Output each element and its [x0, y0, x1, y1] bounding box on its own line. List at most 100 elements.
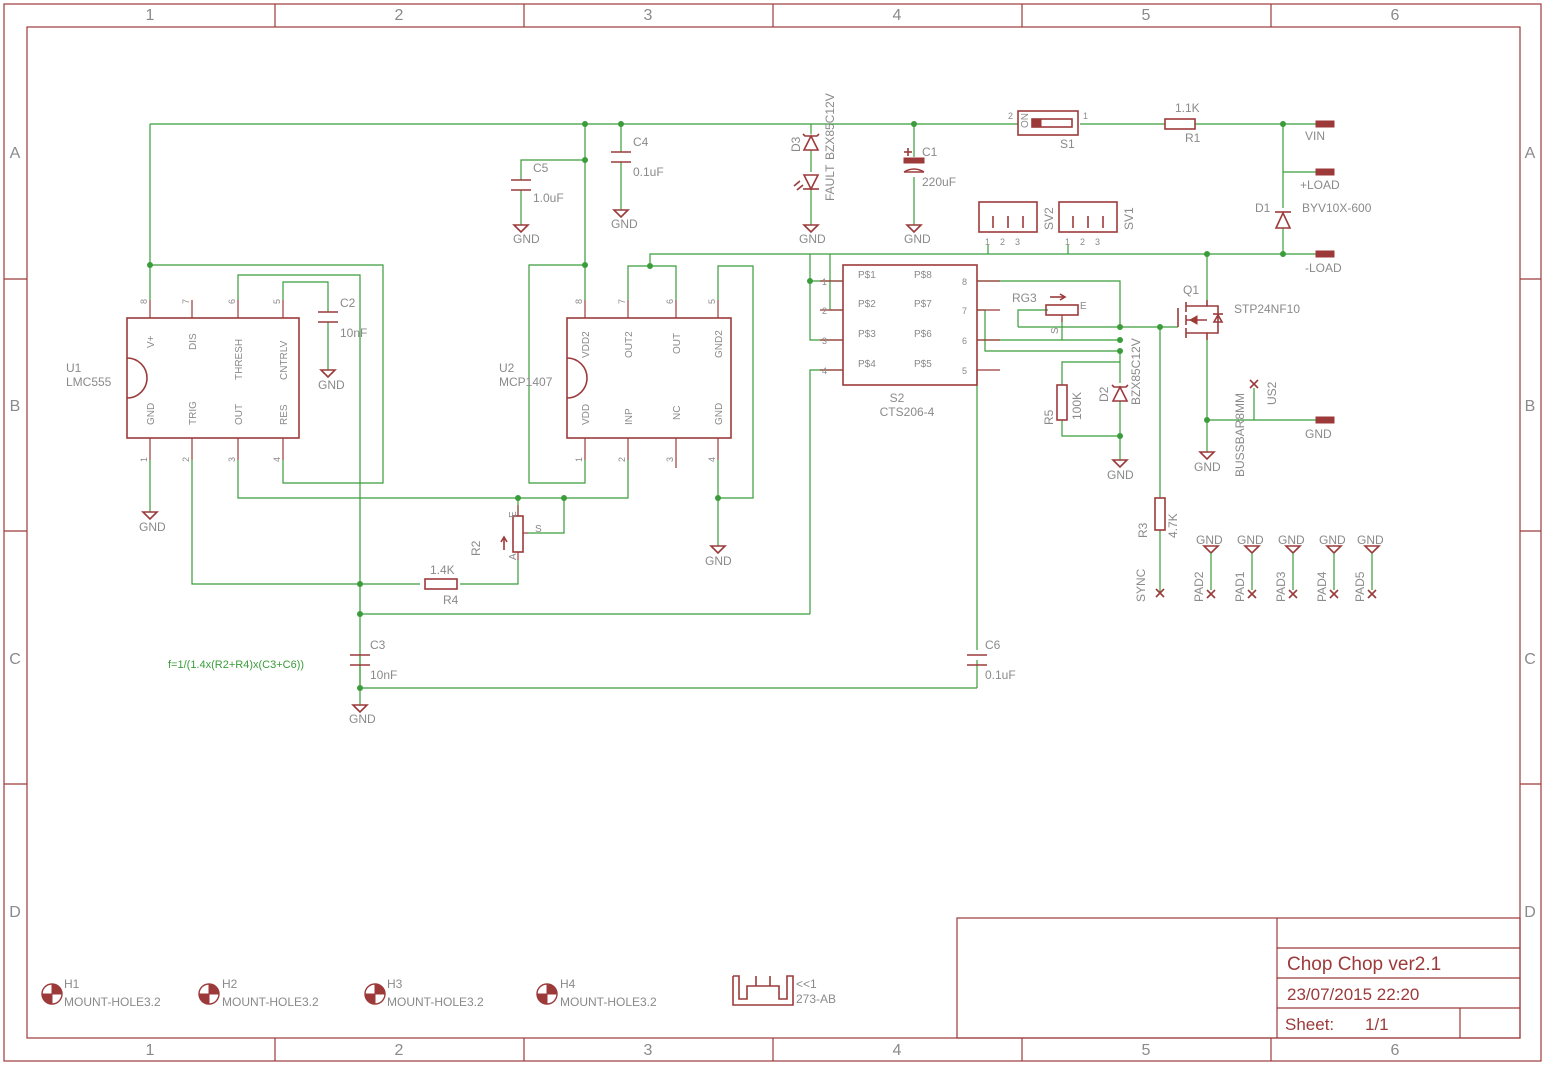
ic-u2[interactable]: U2 MCP1407 8 7 6 5 VDD2 OUT2 OUT GND2 1 … [499, 299, 732, 468]
u2-pin-name: GND2 [714, 330, 725, 358]
resistor-r5[interactable]: R5 100K [1042, 384, 1084, 425]
mount-hole-h3: H3 MOUNT-HOLE3.2 [364, 977, 484, 1009]
col-label-top: 2 [395, 7, 404, 24]
header-sv2[interactable]: 1 2 3 SV2 [978, 201, 1056, 247]
pad[interactable]: GND PAD1 [1233, 533, 1264, 602]
s2-pin-name: P$5 [914, 359, 932, 370]
svg-text:H2: H2 [222, 977, 238, 991]
row-label-left: C [9, 651, 21, 668]
gnd-symbol: GND [512, 224, 540, 246]
u1-pin-name: CNTRLV [279, 340, 290, 380]
s2-pin-name: P$6 [914, 329, 932, 340]
terminal-vin[interactable]: VIN [1305, 120, 1335, 143]
col-label-top: 5 [1142, 7, 1151, 24]
minus-load-label: -LOAD [1305, 261, 1342, 275]
col-label-bottom: 2 [395, 1042, 404, 1059]
svg-text:GND: GND [799, 232, 826, 246]
trimmer-r2[interactable]: R2 E S A [469, 505, 542, 560]
r5-value: 100K [1070, 392, 1084, 420]
heatsink-ref: <<1 [796, 977, 817, 991]
svg-text:GND: GND [139, 520, 166, 534]
s1-on: ON [1020, 113, 1031, 128]
svg-text:H1: H1 [64, 977, 80, 991]
mosfet-q1[interactable]: Q1 STP24NF10 [1177, 283, 1300, 340]
zener-d3[interactable]: D3 BZX85C12V [789, 93, 837, 160]
gnd-symbol: GND [1107, 459, 1134, 482]
row-label-left: A [10, 145, 21, 162]
u2-pin-name: NC [672, 406, 683, 420]
resistor-r1[interactable]: 1.1K R1 [1164, 101, 1201, 145]
terminal-plus-load[interactable]: +LOAD [1300, 168, 1340, 192]
zener-d2[interactable]: D2 BZX85C12V [1097, 338, 1143, 405]
pad-label: PAD2 [1192, 571, 1206, 602]
resistor-r3[interactable]: R3 4.7K [1136, 497, 1180, 538]
capacitor-c6[interactable]: C6 0.1uF [967, 638, 1016, 682]
pad[interactable]: GND PAD3 [1274, 533, 1305, 602]
s2-pin-name: P$3 [858, 329, 876, 340]
sv2-ref: SV2 [1042, 207, 1056, 230]
svg-text:MOUNT-HOLE3.2: MOUNT-HOLE3.2 [560, 995, 657, 1009]
c6-value: 0.1uF [985, 668, 1016, 682]
title-text: Chop Chop ver2.1 [1287, 954, 1441, 975]
u1-pin-num: 7 [181, 299, 191, 304]
gnd-terminal-label: GND [1305, 427, 1332, 441]
u2-pin-name: VDD2 [581, 331, 592, 358]
u2-pin-name: OUT2 [624, 331, 635, 358]
u1-pin-num: 2 [181, 457, 191, 462]
row-label-right: B [1525, 398, 1536, 415]
trimmer-rg3[interactable]: RG3 E S [1012, 291, 1087, 334]
dip-switch-s2[interactable]: 1 2 3 4 P$1 P$2 P$3 P$4 8 7 6 5 P$8 P$7 … [820, 264, 1000, 419]
capacitor-c1[interactable]: C1 220uF [903, 145, 956, 189]
s2-pin-name: P$2 [858, 299, 876, 310]
pad[interactable]: GND PAD2 [1192, 533, 1223, 602]
resistor-r4[interactable]: 1.4K R4 [424, 563, 459, 607]
d2-ref: D2 [1097, 386, 1111, 402]
terminal-minus-load[interactable]: -LOAD [1305, 250, 1342, 275]
capacitor-c5[interactable]: C5 1.0uF [511, 161, 564, 205]
svg-text:GND: GND [513, 232, 540, 246]
col-label-bottom: 1 [146, 1042, 155, 1059]
pad[interactable]: GND PAD4 [1315, 533, 1346, 602]
d3-ref: D3 [789, 136, 803, 152]
mount-hole-h2: H2 MOUNT-HOLE3.2 [198, 977, 319, 1009]
svg-text:GND: GND [611, 217, 638, 231]
diode-d1[interactable]: D1 BYV10X-600 [1255, 201, 1372, 229]
r4-value: 1.4K [430, 563, 455, 577]
ic-u1[interactable]: U1 LMC555 8 7 6 5 V+ DIS THRESH CNTRLV 1… [66, 299, 300, 462]
switch-s1[interactable]: ON 2 1 S1 [1008, 110, 1088, 151]
capacitor-c4[interactable]: C4 0.1uF [611, 135, 664, 179]
pad[interactable]: GND PAD5 [1353, 533, 1384, 602]
u2-pin-num: 1 [574, 457, 584, 462]
col-label-top: 6 [1391, 7, 1400, 24]
title-block: Chop Chop ver2.1 23/07/2015 22:20 Sheet:… [956, 917, 1521, 1039]
rg3-ref: RG3 [1012, 291, 1037, 305]
header-sv1[interactable]: 1 2 3 SV1 [1058, 201, 1136, 247]
s2-pin-num: 6 [962, 336, 967, 346]
svg-text:MOUNT-HOLE3.2: MOUNT-HOLE3.2 [64, 995, 161, 1009]
svg-text:GND: GND [1194, 460, 1221, 474]
frame-row-labels: A B C D A B C D [9, 145, 1536, 921]
r4-ref: R4 [443, 593, 459, 607]
bussbar-us2[interactable]: US2 BUSSBAR8MM [1233, 379, 1279, 477]
capacitor-c3[interactable]: C3 10nF [350, 638, 397, 682]
r1-ref: R1 [1185, 131, 1201, 145]
sv2-pin-num: 2 [1000, 237, 1005, 247]
heatsink-symbol: <<1 273-AB [732, 975, 836, 1006]
c5-ref: C5 [533, 161, 549, 175]
capacitor-c2[interactable]: C2 10nF [318, 296, 367, 340]
rg3-pin-s: S [1050, 327, 1061, 334]
col-label-bottom: 4 [893, 1042, 902, 1059]
row-label-right: D [1524, 904, 1536, 921]
c2-ref: C2 [340, 296, 356, 310]
u1-pin-name: THRESH [234, 339, 245, 380]
svg-text:GND: GND [349, 712, 376, 726]
u2-pin-num: 7 [617, 299, 627, 304]
led-fault[interactable]: FAULT [793, 164, 837, 201]
sync-pad[interactable]: SYNC [1134, 568, 1165, 602]
col-label-bottom: 6 [1391, 1042, 1400, 1059]
row-label-left: B [10, 398, 21, 415]
col-label-bottom: 5 [1142, 1042, 1151, 1059]
r2-ref: R2 [469, 540, 483, 556]
sv1-ref: SV1 [1122, 207, 1136, 230]
terminal-gnd[interactable]: GND [1305, 416, 1335, 441]
